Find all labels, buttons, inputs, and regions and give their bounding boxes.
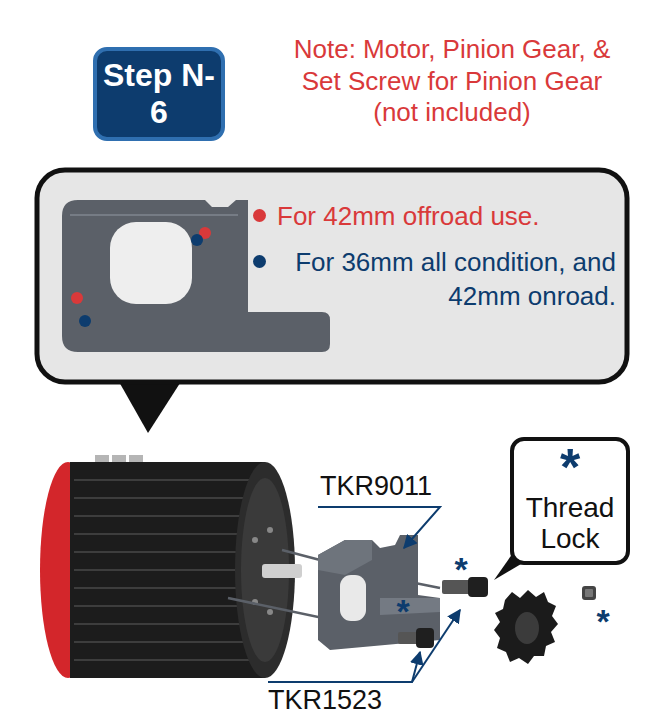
- motor-bracket: [318, 535, 440, 650]
- node-text: Step N-6: [101, 57, 217, 131]
- thread-lock-box: *Thread Lock: [510, 437, 630, 565]
- part-number: TKR1523: [268, 686, 398, 716]
- asterisk-symbol: *: [590, 604, 616, 638]
- legend-text: For 42mm offroad use.: [277, 200, 616, 234]
- legend-item: For 36mm all condition, and 42mm onroad.: [251, 246, 616, 314]
- node-text: Thread Lock: [518, 493, 622, 555]
- screw: [398, 577, 488, 648]
- legend-text: For 36mm all condition, and 42mm onroad.: [277, 246, 616, 314]
- note-text: Note: Motor, Pinion Gear, & Set Screw fo…: [282, 34, 622, 129]
- leader-line: [268, 507, 460, 682]
- legend-swatch: [253, 255, 266, 268]
- asterisk-symbol: *: [390, 594, 416, 628]
- pinion-gear: [494, 590, 558, 664]
- step-badge: Step N-6: [93, 47, 225, 141]
- legend-item: For 42mm offroad use.: [251, 200, 616, 234]
- asterisk-symbol: *: [518, 441, 622, 493]
- set-screw: [582, 586, 596, 600]
- motor: [40, 455, 302, 678]
- callout-bubble: [37, 170, 627, 433]
- part-number: TKR9011: [320, 472, 450, 502]
- asterisk-symbol: *: [448, 552, 474, 586]
- legend-swatch: [253, 209, 266, 222]
